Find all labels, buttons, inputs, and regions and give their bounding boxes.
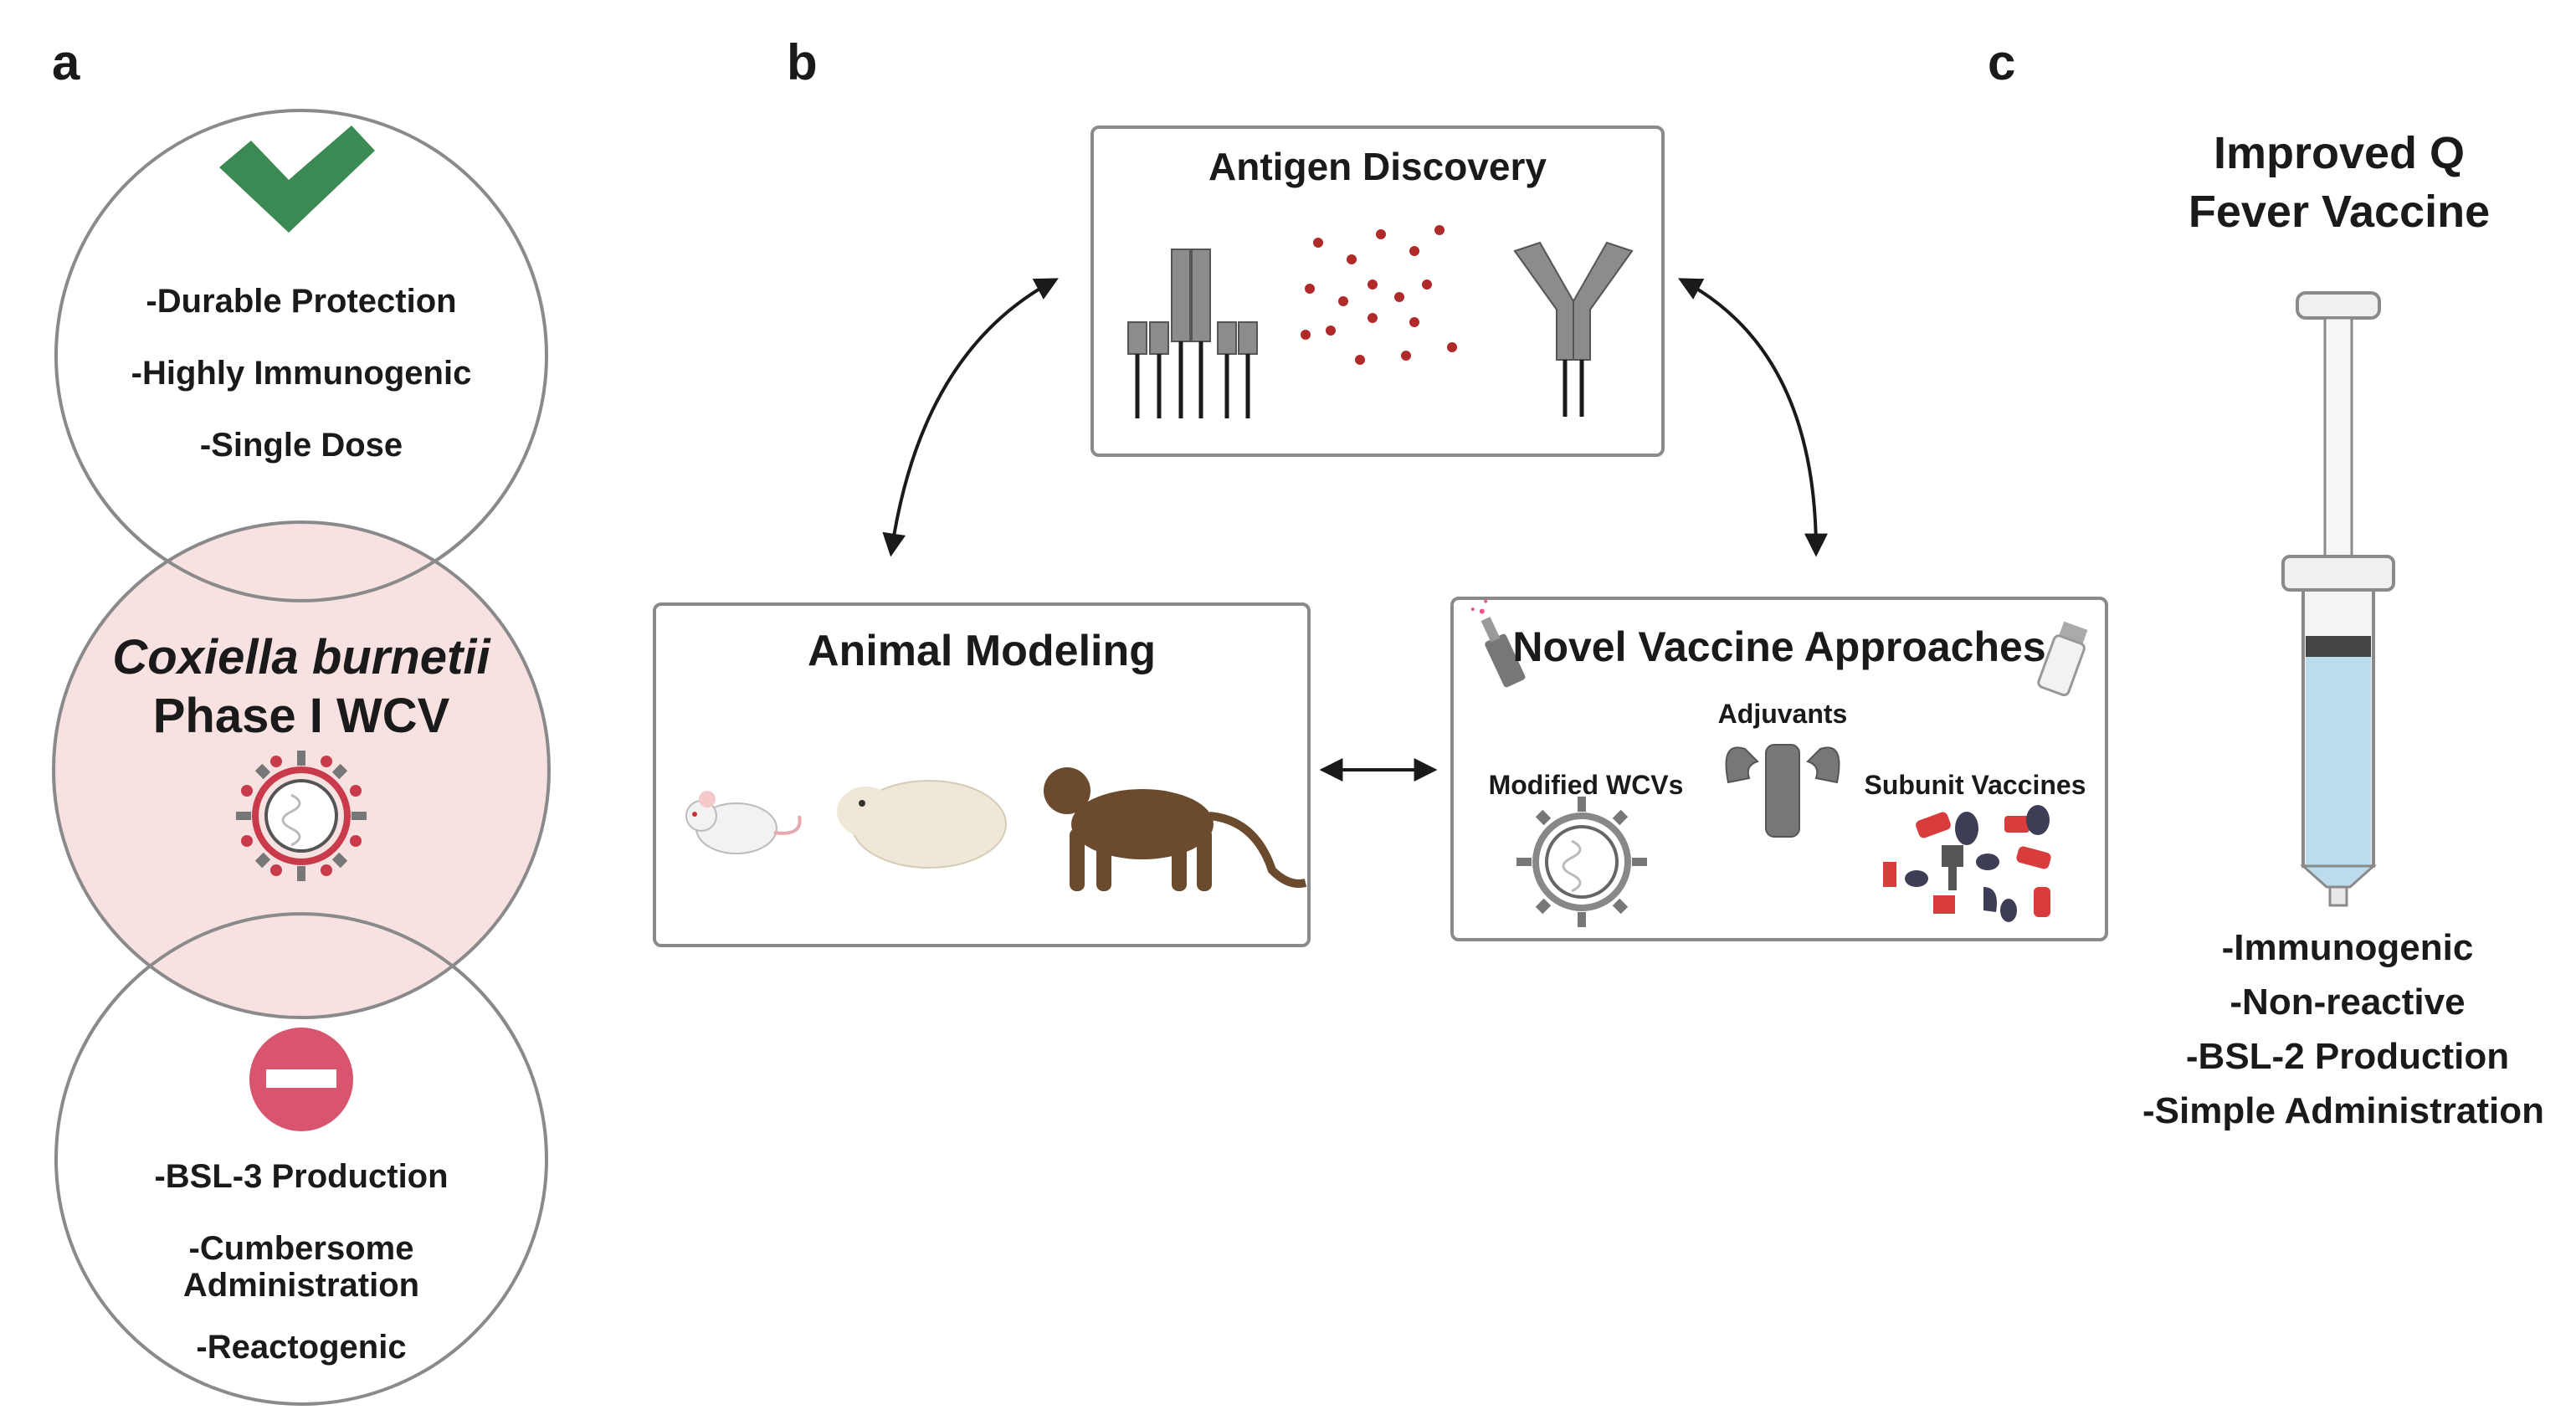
antigen-dots-icon [1301,225,1457,365]
pros-item-3: -Single Dose [199,427,403,464]
panel-letter-c: c [1988,34,2016,90]
animal-modeling-label: Animal Modeling [808,627,1156,675]
benefit-item-2: -Non-reactive [2230,982,2466,1023]
modified-wcv-icon [1516,797,1647,927]
panel-letter-b: b [787,34,818,90]
arrow-antigen-novel [1678,278,1828,557]
antigen-discovery-box [1090,126,1665,457]
modified-wcvs-label: Modified WCVs [1488,770,1684,800]
cons-item-2: -Cumbersome [188,1230,414,1267]
animal-modeling-box [653,602,1311,947]
pros-item-1: -Durable Protection [146,283,457,320]
antigen-discovery-label: Antigen Discovery [1208,145,1547,188]
check-icon [219,126,375,233]
center-title-phase: Phase I WCV [152,689,450,743]
benefit-item-3: -BSL-2 Production [2185,1036,2510,1077]
improved-vaccine-title-1: Improved Q [2213,128,2466,178]
cons-item-1: -BSL-3 Production [154,1158,449,1195]
benefit-item-1: -Immunogenic [2221,927,2474,968]
cons-item-2b: Administration [182,1267,420,1304]
bacterium-icon [236,751,367,881]
subunit-vaccines-label: Subunit Vaccines [1864,770,2086,800]
monkey-icon [1044,767,1307,891]
arrow-antigen-animal [882,278,1059,557]
vial-icon [2037,621,2088,697]
improved-vaccine-title-2: Fever Vaccine [2188,187,2491,237]
benefit-item-4: -Simple Administration [2142,1090,2544,1131]
nasal-spray-icon [1470,599,1526,688]
pros-item-2: -Highly Immunogenic [131,355,472,392]
guinea-pig-icon [837,780,1007,869]
adjuvants-label: Adjuvants [1717,699,1848,729]
novel-vaccine-label: Novel Vaccine Approaches [1512,623,2046,670]
cons-item-3: -Reactogenic [196,1329,407,1366]
center-title-species: Coxiella burnetii [112,630,490,684]
adjuvant-icon [1725,744,1840,838]
subunit-vaccine-icon [1883,805,2051,922]
antibody-icon [1513,241,1634,417]
syringe-icon [2281,291,2395,907]
panel-letter-a: a [52,34,80,90]
mouse-icon [685,791,802,854]
stop-icon [249,1028,353,1131]
